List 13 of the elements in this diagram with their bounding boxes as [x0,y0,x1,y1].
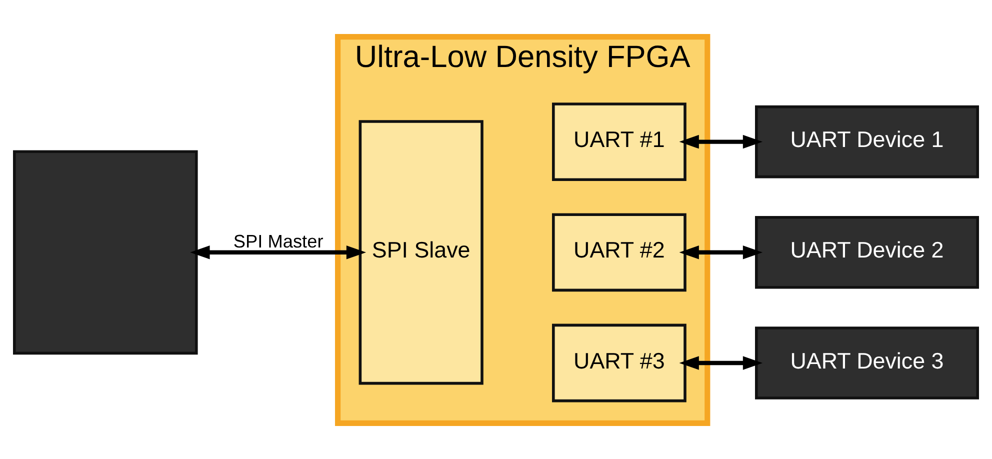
node-box: UART #3 [552,323,686,402]
node-box: SPI Slave [358,120,484,384]
node-box: UART #1 [552,102,686,180]
arrow [190,245,366,259]
arrow [679,245,763,259]
node-box: UART Device 1 [755,104,979,178]
node-box: UART #2 [552,212,686,292]
edge-label: SPI Master [233,230,324,251]
arrow [679,356,763,370]
node-box [13,150,198,354]
arrow [679,134,763,148]
node-box: UART Device 2 [755,216,979,288]
node-box: UART Device 3 [755,326,979,399]
